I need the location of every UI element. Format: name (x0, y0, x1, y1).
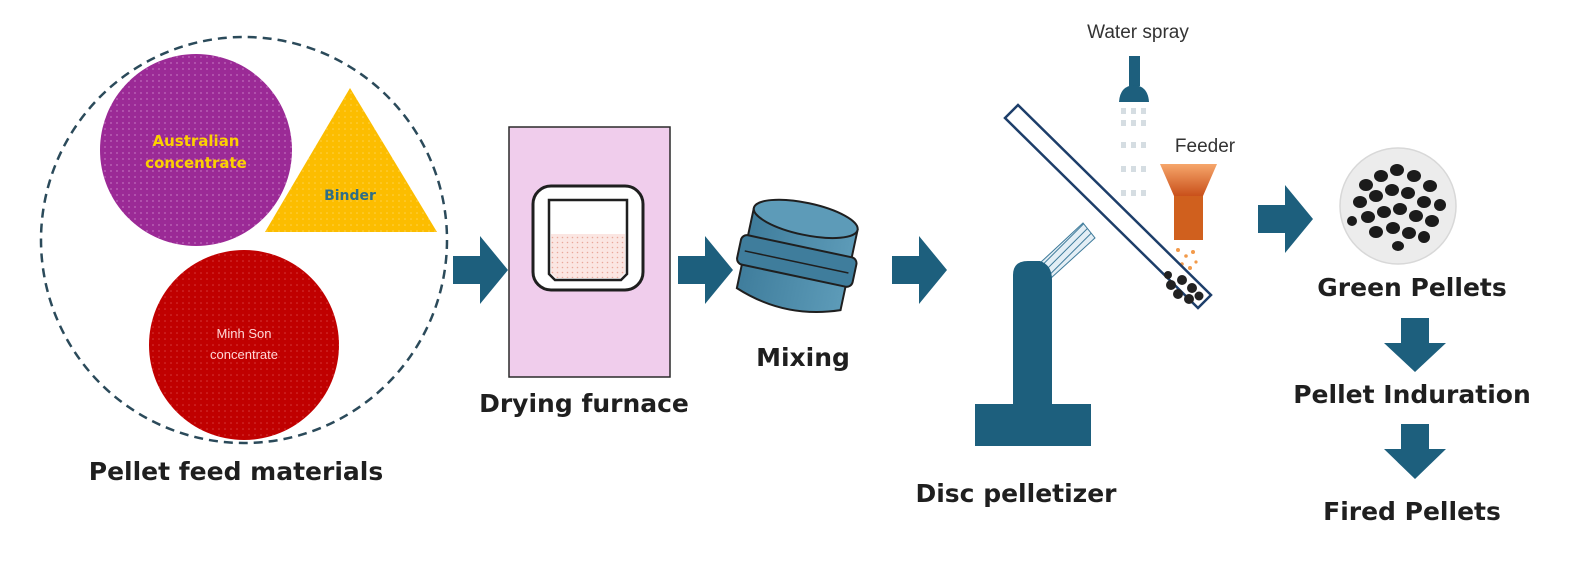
water-spray-nozzle (1119, 56, 1149, 102)
pelletizer-base (975, 404, 1091, 446)
disc-pelletizer-group: Water spray Feeder (915, 22, 1235, 508)
feeder-label: Feeder (1175, 136, 1236, 157)
minh-son-label-line1: Minh Son (217, 326, 272, 341)
green-pellets-label: Green Pellets (1317, 273, 1506, 302)
australian-concentrate-circle (100, 54, 292, 246)
arrow-down-1 (1384, 318, 1446, 372)
feeder-hopper (1160, 164, 1217, 240)
pelletizer-disc (1003, 103, 1213, 310)
arrow-right-2 (678, 236, 733, 304)
furnace-material (551, 234, 625, 278)
water-droplets (1121, 108, 1146, 196)
drying-furnace-caption: Drying furnace (479, 389, 689, 418)
pelletizer-column (1013, 261, 1052, 410)
outputs-group: Green Pellets Pellet Induration Fired Pe… (1293, 147, 1531, 526)
green-pellets-image (1347, 164, 1446, 251)
mixing-group: Mixing (735, 198, 859, 372)
pellet-feed-group: Australian concentrate Binder Minh Son c… (39, 35, 449, 486)
australian-label-line2: concentrate (145, 154, 247, 172)
fired-pellets-label: Fired Pellets (1323, 497, 1501, 526)
pellet-induration-label: Pellet Induration (1293, 380, 1531, 409)
drying-furnace-group: Drying furnace (479, 126, 689, 418)
australian-label-line1: Australian (153, 132, 240, 150)
disc-pelletizer-caption: Disc pelletizer (915, 479, 1117, 508)
arrow-down-2 (1384, 424, 1446, 479)
minh-son-label-line2: concentrate (210, 347, 278, 362)
arrow-right-4 (1258, 185, 1313, 253)
mixer-drum (735, 198, 859, 313)
binder-triangle (265, 88, 437, 232)
feed-boundary-circle (39, 35, 449, 445)
minh-son-concentrate-circle (149, 250, 339, 440)
binder-label: Binder (324, 188, 376, 204)
arrow-right-1 (453, 236, 508, 304)
pellet-feed-caption: Pellet feed materials (89, 457, 383, 486)
water-spray-label: Water spray (1087, 22, 1189, 43)
mixing-caption: Mixing (756, 343, 850, 372)
arrow-right-3 (892, 236, 947, 304)
disc-pellets (1164, 271, 1204, 304)
